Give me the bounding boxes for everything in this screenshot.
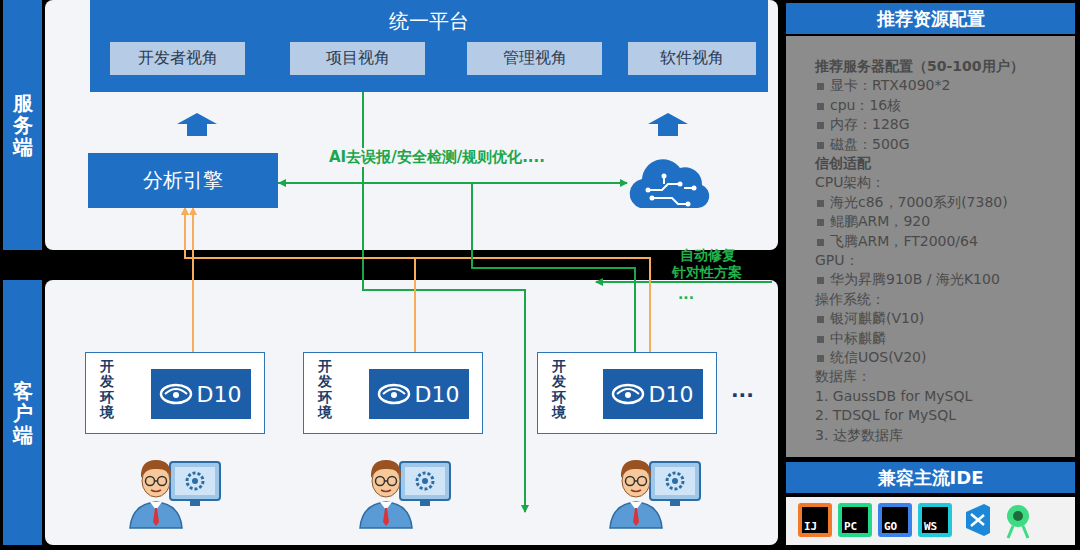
note-label: 自动修复 [680,247,736,265]
side-band: 客户端 [3,280,42,545]
spec-item: 磁盘：500G [830,136,910,154]
bullet-square [817,336,824,343]
vertical-label: 开发环境 [552,359,566,421]
bullet-square [817,355,824,362]
env-box: 开发环境 D10 [85,352,265,434]
node-label: 开发者视角 [138,48,218,69]
bullet-square [817,316,824,323]
view-box: 软件视角 [628,42,756,75]
spec-item: 3. 达梦数据库 [815,427,903,445]
d10-logo [611,382,645,406]
d10-logo [159,382,193,406]
node-label: 管理视角 [503,48,567,69]
spec-item: 内存：128G [830,116,910,134]
ellipsis-label: ... [731,378,754,402]
env-box: 开发环境 D10 [303,352,483,434]
node-label: 推荐资源配置 [877,7,985,31]
spec-item: 显卡：RTX4090*2 [830,77,950,95]
spec-item: 海光c86，7000系列(7380) [830,194,1008,212]
side-band: 服务端 [3,0,42,250]
connector [185,208,650,369]
node-label: 项目视角 [326,48,390,69]
bullet-square [817,122,824,129]
note-label: 针对性方案 [672,264,742,282]
view-box: 项目视角 [290,42,425,75]
connector [185,208,415,369]
note-label: AI去误报/安全检测/规则优化.... [327,148,547,167]
spec-item: 推荐服务器配置（50-100用户） [815,58,1024,76]
ide-icon-text: GO [884,520,897,533]
connector [278,183,635,369]
bullet-square [817,103,824,110]
node-label: D10 [415,382,460,407]
spec-item: 1. GaussDB for MySQL [815,388,972,404]
view-box: 管理视角 [467,42,602,75]
ide-icon-text: WS [924,520,937,533]
spec-item: 2. TDSQL for MySQL [815,407,956,423]
d10-box: D10 [151,369,252,419]
spec-item: GPU： [815,252,859,270]
bullet-square [817,200,824,207]
spec-item: CPU架构： [815,174,885,192]
bullet-square [817,239,824,246]
env-box: 开发环境 D10 [537,352,717,434]
bullet-square [817,277,824,284]
spec-item: 中标麒麟 [830,330,886,348]
view-box: 开发者视角 [110,42,245,75]
node-label: 统一平台 [389,8,469,35]
vertical-label: 开发环境 [318,359,332,421]
d10-logo [377,382,411,406]
spec-item: 操作系统： [815,291,885,309]
d10-box: D10 [603,369,704,419]
spec-item: cpu：16核 [830,97,901,115]
d10-box: D10 [369,369,470,419]
spec-item: 鲲鹏ARM，920 [830,213,930,231]
bullet-square [817,142,824,149]
spec-item: 飞腾ARM，FT2000/64 [830,233,978,251]
panel-header: 兼容主流IDE [786,462,1075,493]
bullet-square [817,219,824,226]
bullet-square [817,83,824,90]
spec-item: 统信UOS(V20) [830,349,926,367]
spec-item: 信创适配 [815,155,871,173]
spec-item: 银河麒麟(V10) [830,310,924,328]
node-label: 分析引擎 [143,167,223,194]
vertical-label: 客户端 [13,380,33,446]
spec-item: 数据库： [815,368,871,386]
node-label: 软件视角 [660,48,724,69]
node-label: D10 [649,382,694,407]
engine-box: 分析引擎 [88,153,278,208]
vertical-label: 服务端 [13,92,33,158]
node-label: 兼容主流IDE [878,466,984,490]
panel-header: 推荐资源配置 [786,3,1075,34]
platform-box: 统一平台开发者视角 项目视角 管理视角 软件视角 [90,0,768,92]
connector [192,208,194,369]
spec-item: 华为昇腾910B / 海光K100 [830,271,1000,289]
node-label: D10 [197,382,242,407]
note-label: ... [678,286,694,302]
ide-icon-text: PC [844,520,857,533]
vertical-label: 开发环境 [100,359,114,421]
ide-icon-text: IJ [804,520,817,533]
